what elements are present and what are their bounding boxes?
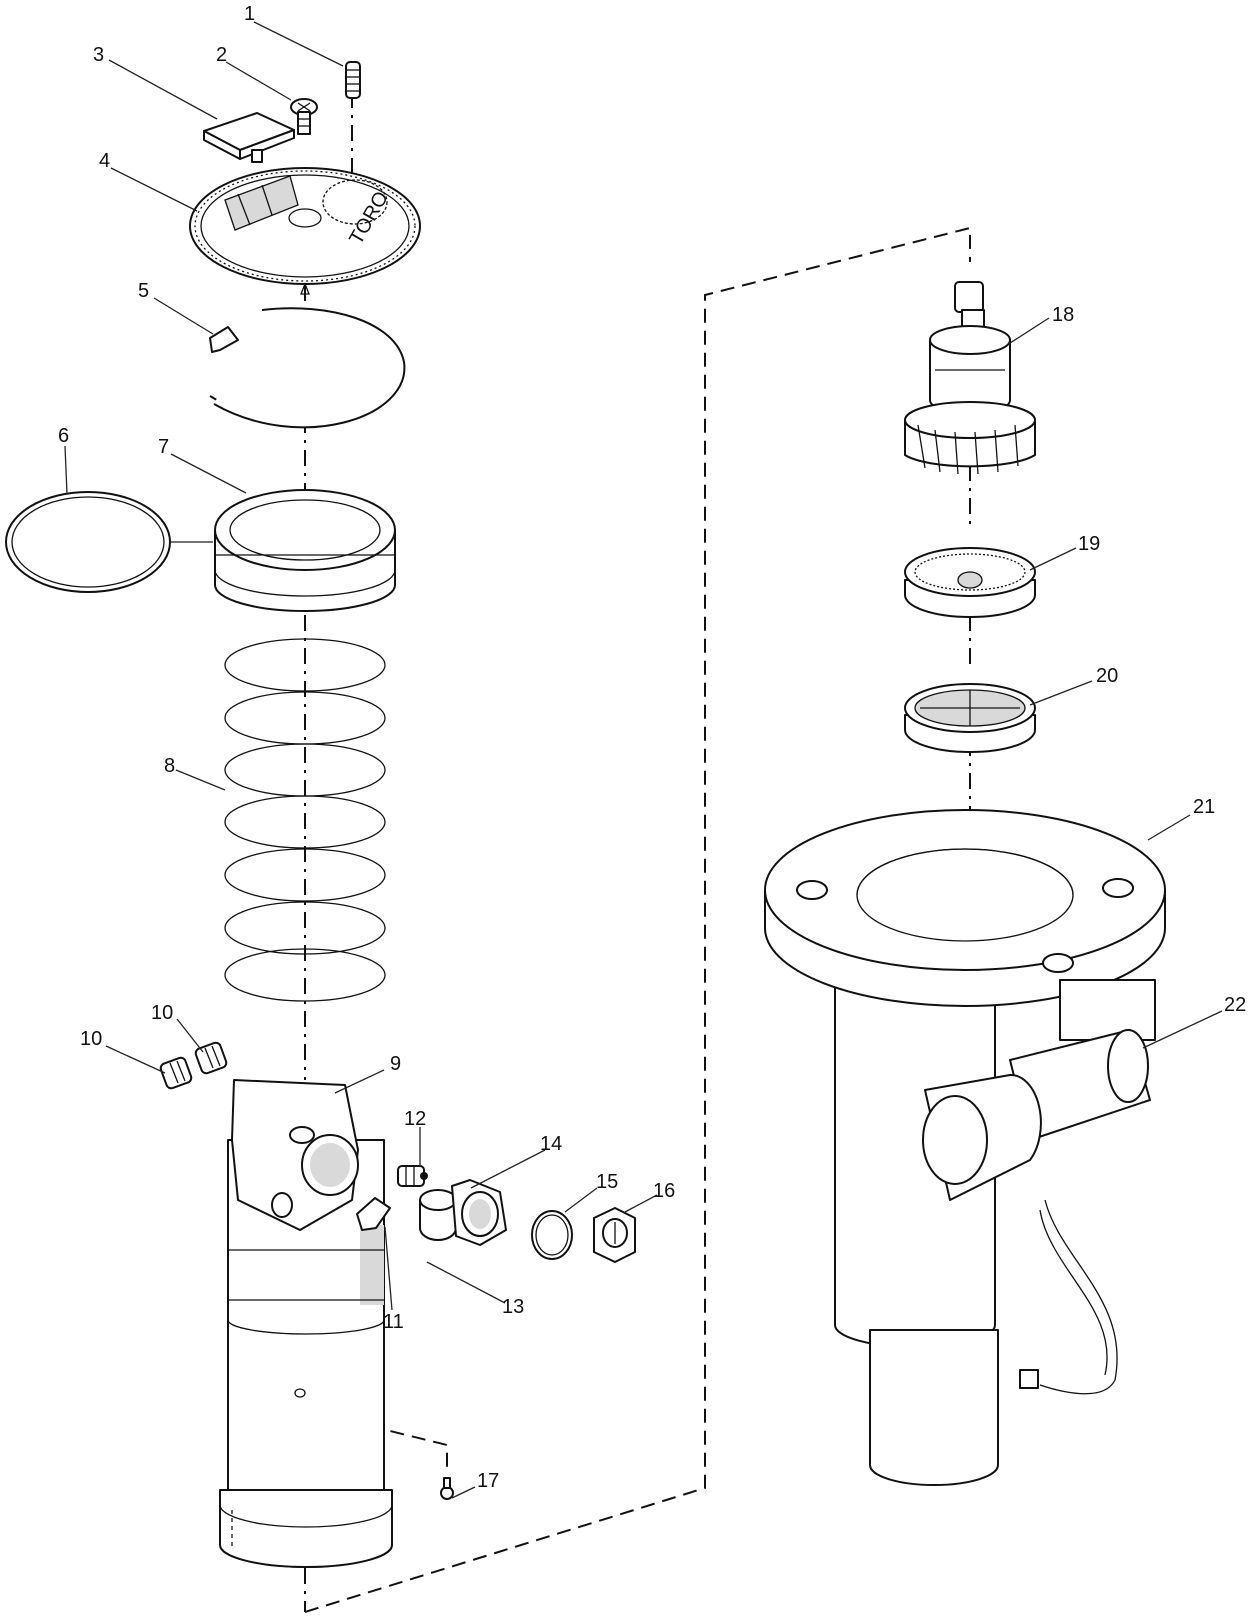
callout-12: 12 [404,1108,426,1130]
part-4-nozzle-cap: TORO [189,167,421,295]
part-5-snap-ring [209,307,406,429]
part-2-screw [290,98,318,135]
part-14-nut [451,1179,507,1246]
part-7-retainer [214,489,396,612]
part-13-swivel [419,1189,457,1241]
part-12-plug [397,1165,428,1187]
callout-5: 5 [138,280,149,302]
part-19-stator [904,547,1036,618]
callout-16: 16 [653,1180,675,1202]
callout-1: 1 [244,3,255,25]
part-8-spring [224,638,386,1002]
part-22-solenoid [922,1029,1151,1395]
part-6-o-ring [5,491,213,593]
callout-labels: 1 2 3 4 5 6 7 8 9 10 10 11 12 13 14 15 1… [58,3,1246,1492]
part-1-set-screw [345,61,361,99]
part-21-flange-case [764,809,1166,1486]
callout-8: 8 [164,755,175,777]
callout-9: 9 [390,1053,401,1075]
callout-10-right: 10 [151,1002,173,1024]
part-9-body-housing [219,1079,393,1568]
part-11-fitting [356,1197,391,1231]
callout-19: 19 [1078,533,1100,555]
callout-7: 7 [158,436,169,458]
part-17-screw [440,1477,454,1500]
callout-11: 11 [383,1311,404,1333]
part-3-cover-plate [203,112,295,163]
callout-2: 2 [216,44,227,66]
callout-22: 22 [1224,994,1246,1016]
part-15-o-ring [531,1210,573,1260]
callout-20: 20 [1096,665,1118,687]
callout-leaders [64,21,1223,1499]
callout-13: 13 [502,1296,524,1318]
callout-6: 6 [58,425,69,447]
part-20-screen [904,683,1036,753]
callout-14: 14 [540,1133,562,1155]
part-18-drive-assembly [904,281,1036,475]
callout-21: 21 [1193,796,1215,818]
callout-15: 15 [596,1171,618,1193]
callout-10-left: 10 [80,1028,102,1050]
callout-3: 3 [93,44,104,66]
callout-17: 17 [477,1470,499,1492]
part-16-cap-plug [593,1207,636,1263]
callout-4: 4 [99,150,110,172]
part-10-fittings [159,1041,228,1090]
callout-18: 18 [1052,304,1074,326]
